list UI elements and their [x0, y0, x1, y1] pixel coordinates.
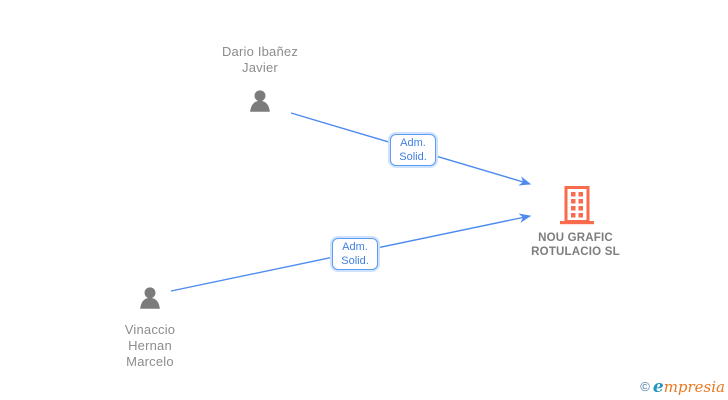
edge-label-adm-solid-1: Adm. Solid. — [390, 134, 436, 166]
brand-logo[interactable]: ©empresia — [640, 378, 725, 397]
brand-text: mpresia — [663, 378, 725, 396]
copyright-icon: © — [640, 379, 650, 394]
building-icon — [558, 186, 596, 226]
company-node-nou-grafic[interactable] — [557, 186, 597, 226]
person-node-vinaccio[interactable] — [134, 284, 166, 316]
person-icon — [134, 284, 166, 316]
company-node-label[interactable]: NOU GRAFIC ROTULACIO SL — [531, 232, 620, 258]
edge-label-adm-solid-2: Adm. Solid. — [332, 238, 378, 270]
person-node-label-vinaccio[interactable]: Vinaccio Hernan Marcelo — [124, 322, 176, 369]
person-node-dario[interactable] — [244, 87, 276, 119]
person-icon — [244, 87, 276, 119]
person-node-label-dario[interactable]: Dario Ibañez Javier — [221, 44, 299, 75]
brand-letter-e: e — [652, 377, 664, 397]
